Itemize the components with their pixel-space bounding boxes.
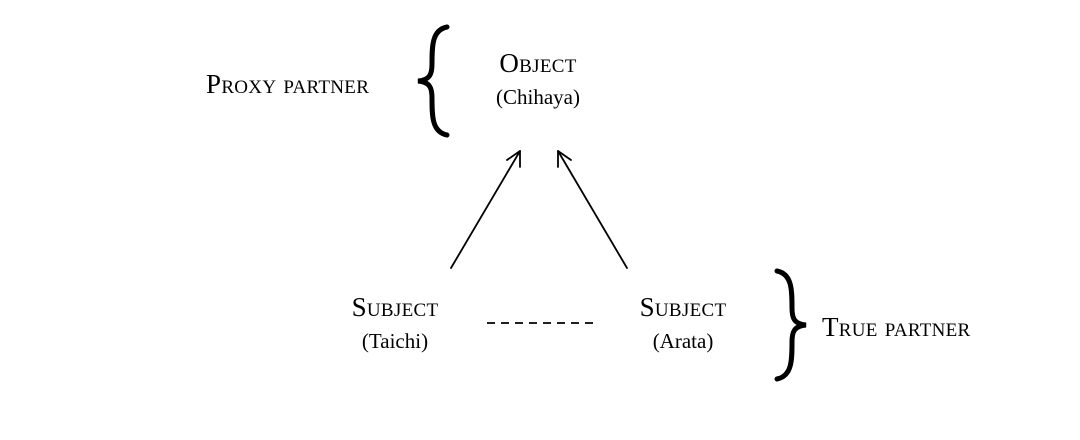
object-node: Object (Chihaya) — [478, 47, 598, 111]
object-title: Object — [499, 48, 577, 78]
subject-left-name: (Taichi) — [361, 329, 429, 353]
right-brace-icon — [774, 268, 807, 382]
subject-left-title: Subject — [351, 292, 439, 322]
proxy-partner-label: Proxy partner — [206, 69, 370, 99]
subject-right-node: Subject (Arata) — [618, 291, 748, 355]
subject-left-node: Subject (Taichi) — [330, 291, 460, 355]
object-name: (Chihaya) — [496, 85, 580, 109]
subject-right-title: Subject — [639, 292, 727, 322]
arrowhead-right — [557, 150, 572, 168]
arrowhead-left — [506, 150, 521, 168]
subject-right-name: (Arata) — [652, 329, 714, 353]
true-partner-label: True partner — [822, 312, 971, 342]
arrow-taichi-to-chihaya — [450, 150, 521, 269]
left-brace-icon — [417, 24, 450, 138]
arrow-arata-to-chihaya — [557, 150, 628, 269]
